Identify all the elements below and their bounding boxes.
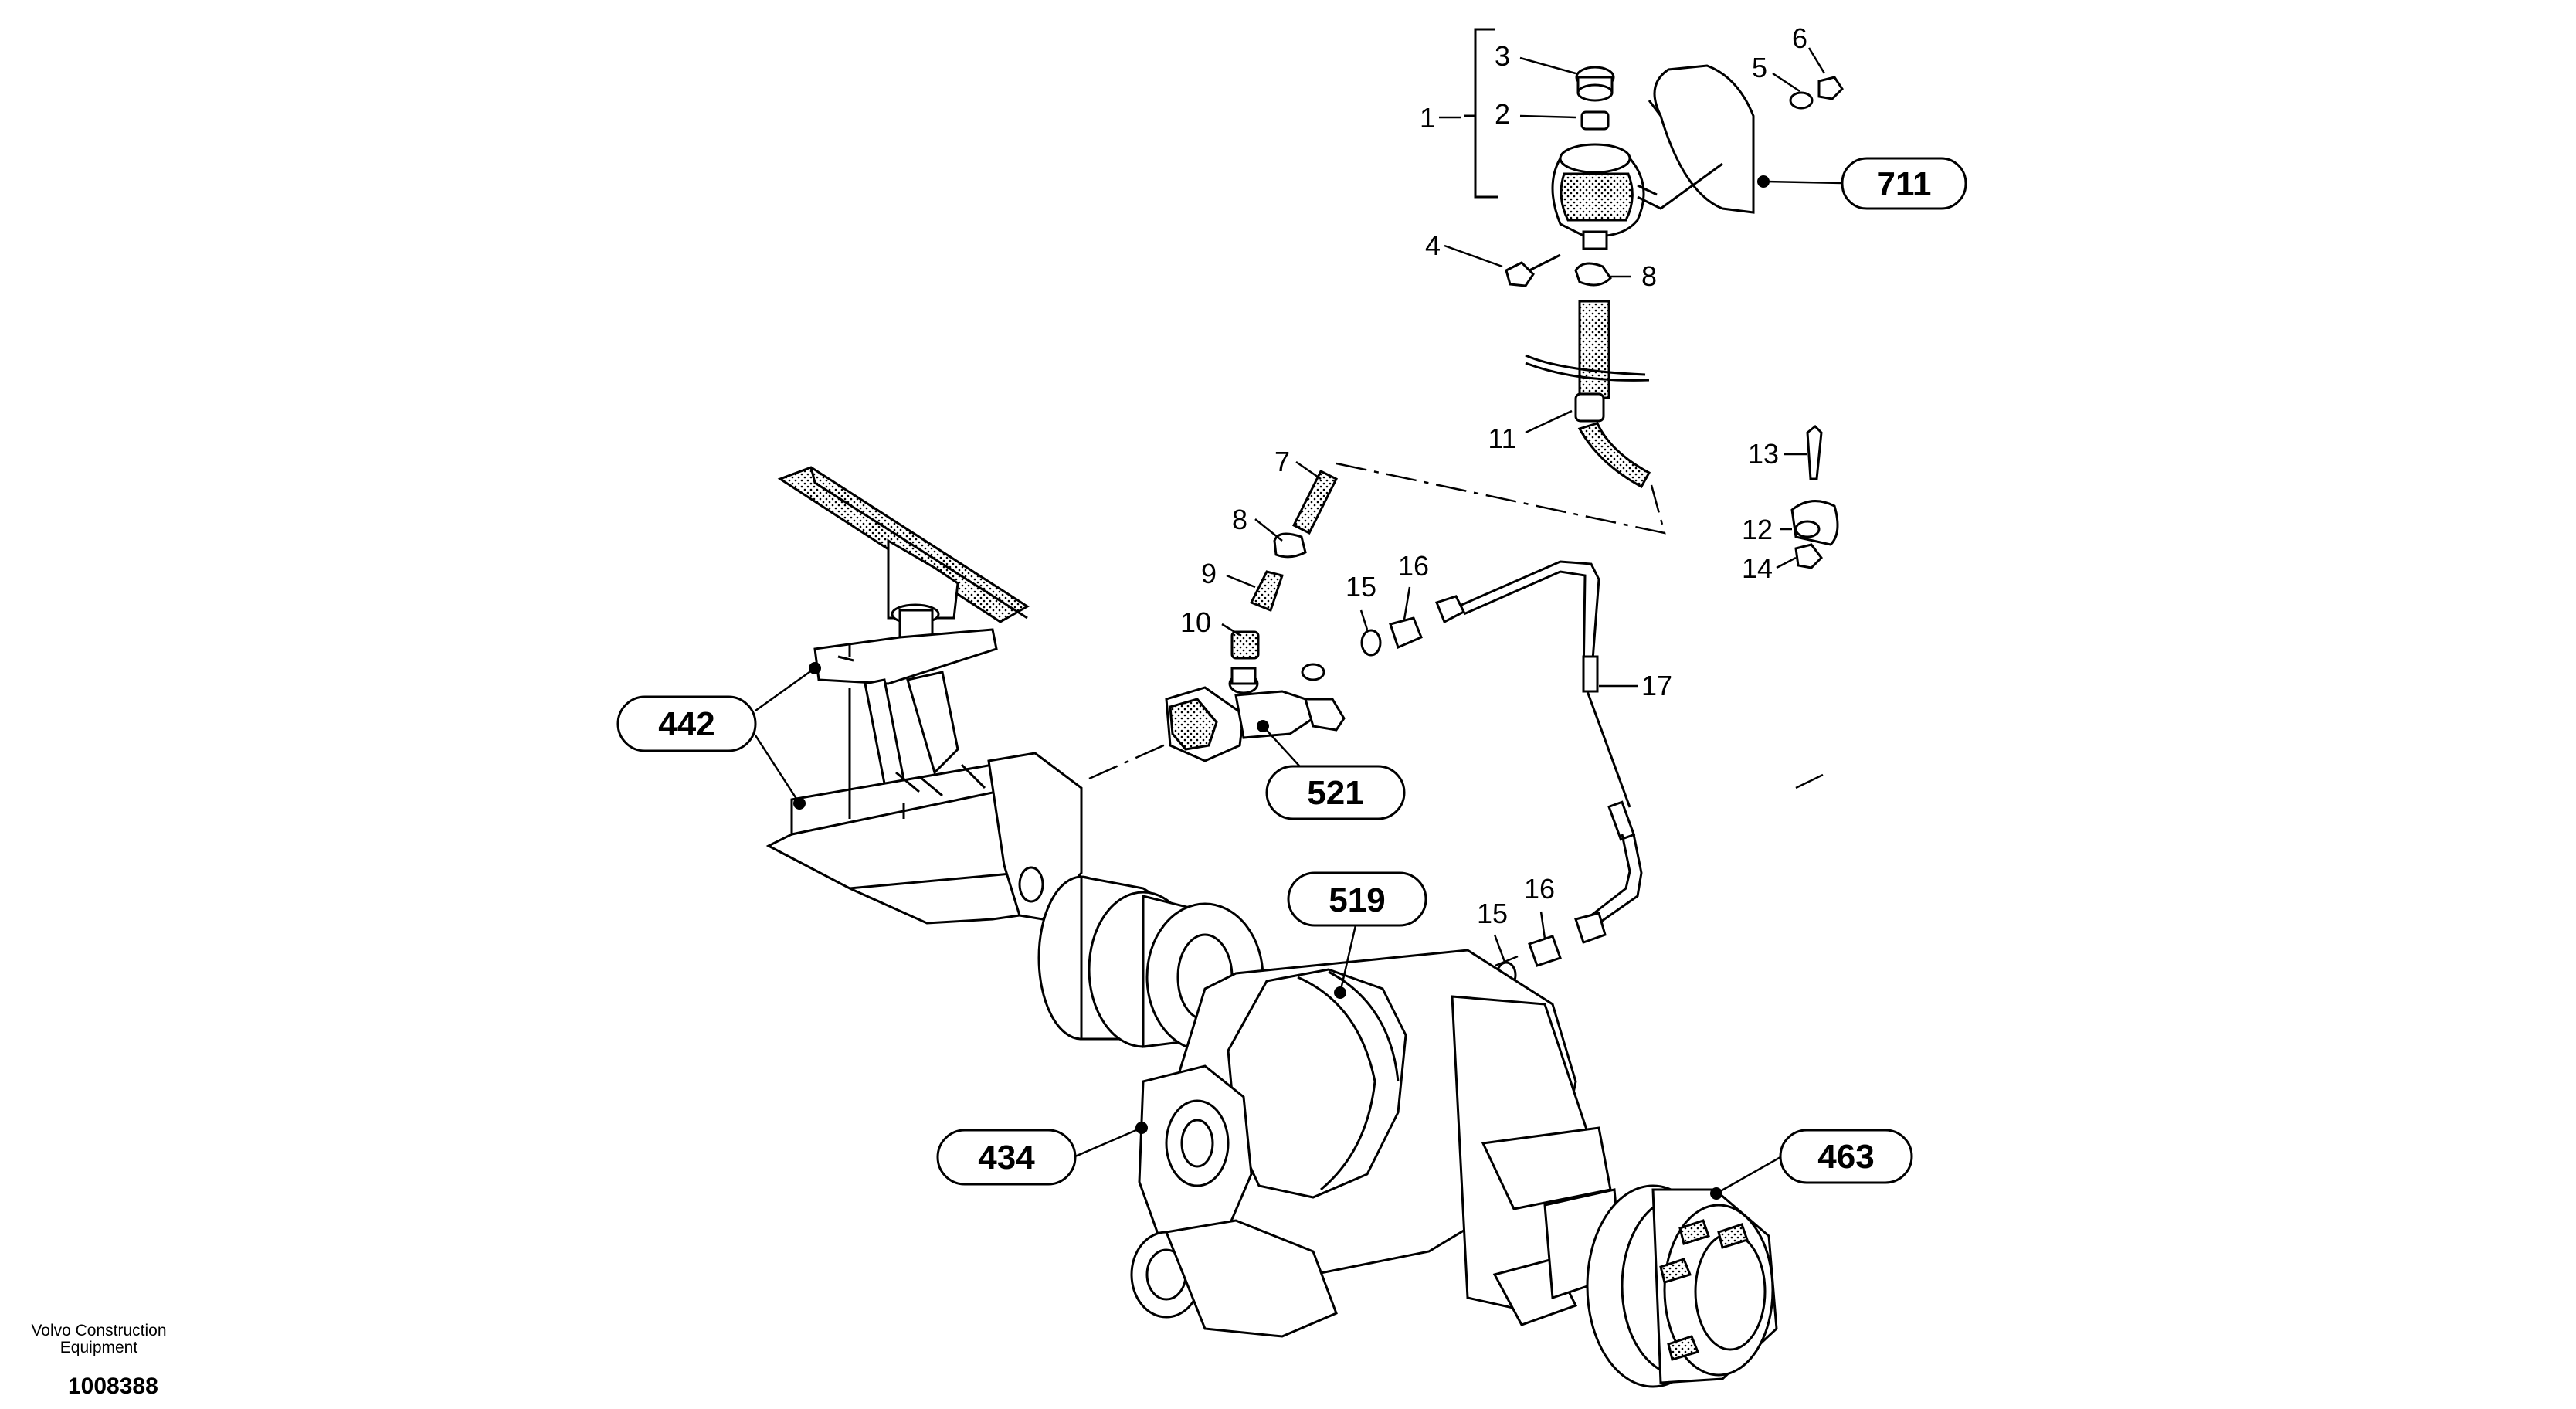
part-label-9: 9 xyxy=(1201,558,1217,589)
brake-pedal-assembly xyxy=(765,466,1083,925)
reservoir-assembly xyxy=(1464,28,1844,489)
ref-434: 434 xyxy=(936,1122,1148,1186)
part-label-8-lower: 8 xyxy=(1232,504,1247,535)
part-label-8-upper: 8 xyxy=(1641,260,1657,292)
ref-519: 519 xyxy=(1287,871,1427,999)
routing-line xyxy=(1336,462,1666,535)
ref-442-label: 442 xyxy=(658,705,714,743)
leader-lines xyxy=(1221,47,1826,963)
ref-463: 463 xyxy=(1710,1129,1913,1200)
ref-521-label: 521 xyxy=(1307,774,1363,812)
ref-519-label: 519 xyxy=(1329,881,1385,919)
part-label-11: 11 xyxy=(1488,423,1516,454)
ref-711: 711 xyxy=(1757,157,1967,210)
part-label-15-lower: 15 xyxy=(1477,898,1508,929)
part-label-12: 12 xyxy=(1742,514,1773,545)
part-label-6: 6 xyxy=(1792,22,1807,54)
ref-463-label: 463 xyxy=(1817,1138,1874,1176)
brand-line-2: Equipment xyxy=(59,1339,138,1356)
part-label-10: 10 xyxy=(1180,606,1211,638)
part-label-15-upper: 15 xyxy=(1346,571,1376,603)
part-label-7: 7 xyxy=(1274,446,1290,477)
part-label-17: 17 xyxy=(1641,670,1672,701)
routing-line xyxy=(1795,773,1824,789)
footer: Volvo Construction Equipment 1008388 xyxy=(29,1322,168,1400)
part-label-14: 14 xyxy=(1742,552,1773,584)
part-label-16-upper: 16 xyxy=(1398,550,1429,582)
ref-521: 521 xyxy=(1257,720,1406,820)
brand-line-1: Volvo Construction xyxy=(31,1322,167,1339)
master-cylinder-assembly xyxy=(1165,469,1643,989)
part-label-1: 1 xyxy=(1420,102,1435,134)
part-label-2: 2 xyxy=(1495,98,1510,130)
part-label-5: 5 xyxy=(1752,52,1767,83)
ref-442: 442 xyxy=(616,662,821,810)
part-number-labels: 3 2 1 4 5 6 8 11 13 12 14 7 8 9 10 15 16… xyxy=(1180,22,1807,929)
clamp-assembly xyxy=(1790,424,1839,569)
part-label-16-lower: 16 xyxy=(1524,873,1555,905)
document-number: 1008388 xyxy=(68,1373,158,1399)
part-label-3: 3 xyxy=(1495,40,1510,72)
ref-434-label: 434 xyxy=(978,1139,1035,1176)
part-label-4: 4 xyxy=(1425,229,1441,261)
ref-711-label: 711 xyxy=(1877,165,1932,203)
part-label-13: 13 xyxy=(1748,438,1779,470)
axle-assembly xyxy=(1037,875,1778,1388)
